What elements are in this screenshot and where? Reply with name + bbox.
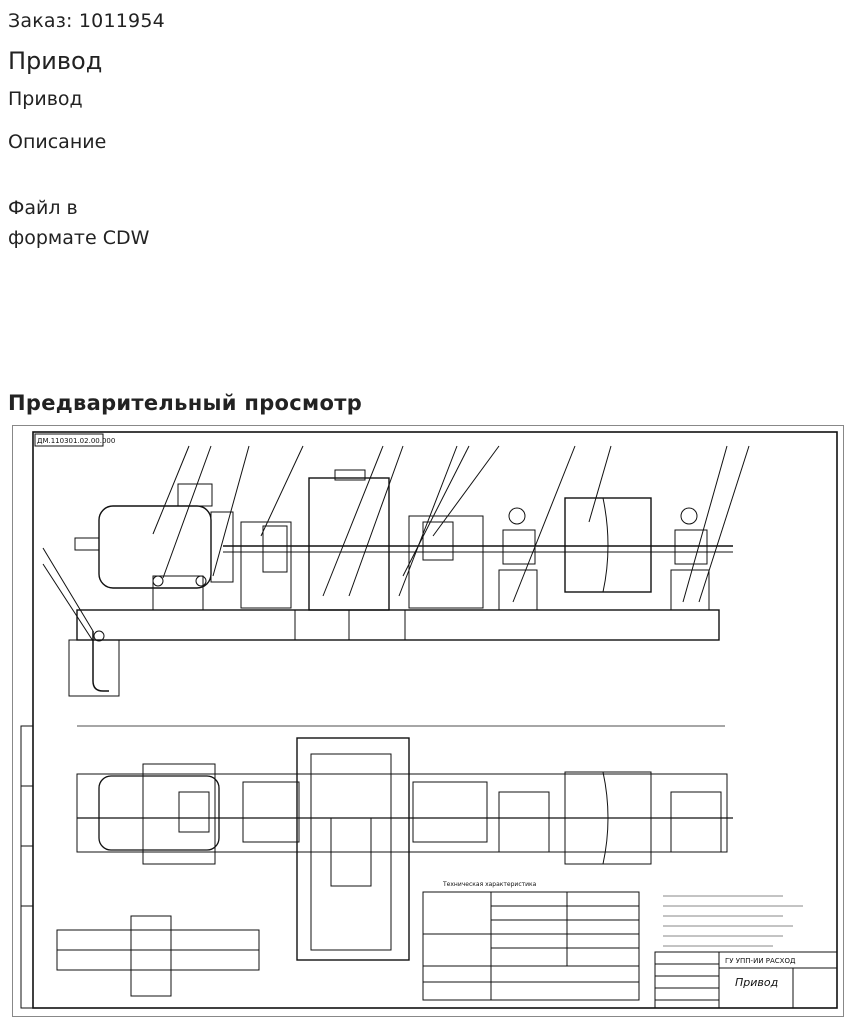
drum bbox=[564, 497, 652, 593]
title-block bbox=[654, 951, 838, 1009]
file-format-line-2: формате CDW bbox=[8, 227, 150, 249]
title-block-name: Привод bbox=[735, 976, 778, 989]
preview-drawing[interactable]: ДМ.110301.02.00.000 bbox=[12, 425, 844, 1017]
base-plate bbox=[76, 609, 720, 641]
product-subtitle: Привод bbox=[8, 88, 83, 110]
plan-base bbox=[76, 773, 728, 853]
description-label: Описание bbox=[8, 131, 107, 153]
drawing-border bbox=[32, 431, 838, 1009]
drawing-left-strip bbox=[20, 725, 34, 1009]
tech-notes-title: Техническая характеристика bbox=[442, 881, 537, 888]
order-number: Заказ: 1011954 bbox=[8, 10, 165, 32]
file-format-info: Файл в формате CDW bbox=[8, 193, 168, 253]
preview-heading: Предварительный просмотр bbox=[8, 391, 363, 415]
stamp-code: ДМ.110301.02.00.000 bbox=[37, 437, 115, 445]
gearbox bbox=[308, 477, 390, 611]
stamp-box bbox=[34, 433, 104, 447]
page-title: Привод bbox=[8, 47, 103, 75]
title-block-org: ГУ УПП-ИИ РАСХОД bbox=[725, 957, 796, 965]
spec-table bbox=[422, 891, 640, 1001]
drawing-svg: ДМ.110301.02.00.000 bbox=[20, 431, 838, 1009]
file-format-line-1: Файл в bbox=[8, 197, 78, 219]
